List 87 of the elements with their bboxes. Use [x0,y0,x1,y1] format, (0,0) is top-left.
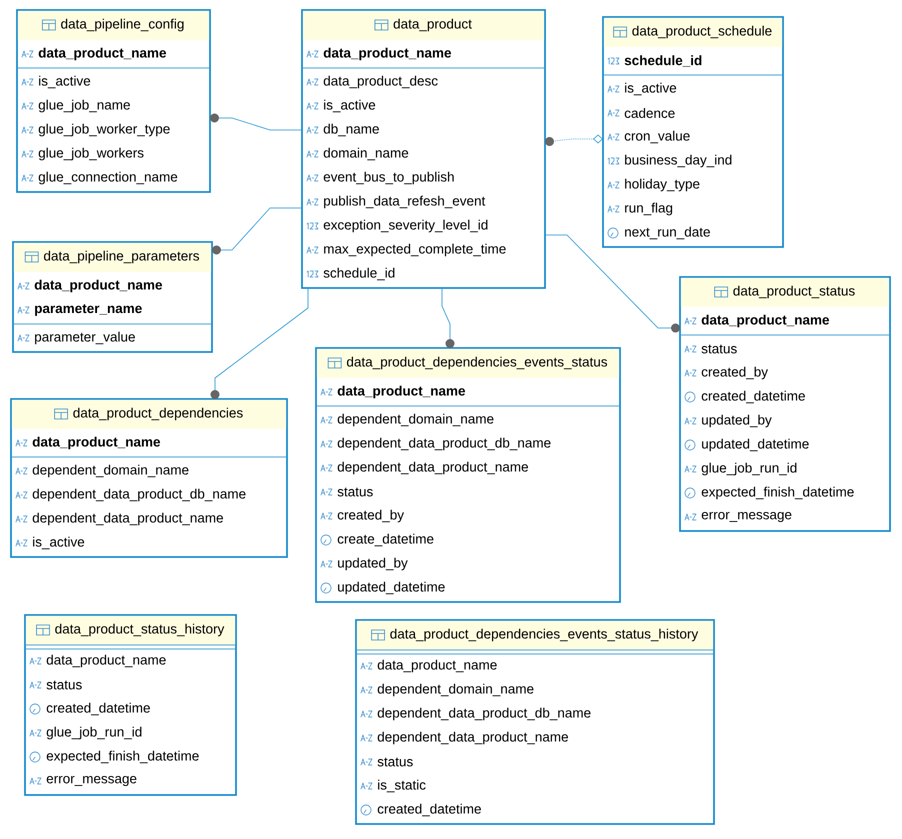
column-name: dependent_data_product_db_name [338,438,550,450]
table-box [12,241,213,353]
column-name: max_expected_complete_time [324,244,506,256]
relationship-line [210,288,308,399]
column-name: db_name [324,124,379,136]
table-title: data_product [394,18,472,32]
table-box [355,619,715,825]
relationship-line [212,208,302,254]
column-name: updated_datetime [338,582,445,594]
table-title: data_pipeline_parameters [44,250,200,264]
column-name: domain_name [324,148,408,160]
column-name: status [46,680,82,690]
column-name: created_by [338,510,404,522]
column-name: expected_finish_datetime [46,750,199,764]
key-column: parameter_name [35,304,142,316]
column-name: glue_job_worker_type [38,124,170,136]
column-name: business_day_ind [625,154,732,168]
column-name: publish_data_refesh_event [324,196,486,208]
column-name: parameter_value [35,332,135,344]
column-name: dependent_data_product_name [32,512,223,526]
column-name: event_bus_to_publish [324,172,454,184]
column-name: schedule_id [324,268,394,280]
column-name: dependent_domain_name [32,464,188,478]
column-name: status [378,758,413,766]
column-name: is_static [378,780,426,792]
table-title: data_pipeline_config [61,18,184,32]
table-title: data_product_dependencies_events_status_history [390,628,698,642]
column-name: status [338,488,373,496]
table-title: data_product_status_history [55,624,224,636]
column-name: glue_connection_name [38,172,178,184]
relationship-line [442,288,454,348]
table-title: data_product_dependencies [73,408,243,420]
key-column: data_product_name [38,48,166,60]
table-box [602,16,784,248]
column-name: created_datetime [378,804,481,816]
table-box [679,276,891,532]
column-name: created_datetime [46,702,150,716]
column-name: run_flag [625,202,672,216]
column-name: data_product_name [378,660,497,672]
column-name: expected_finish_datetime [702,486,854,500]
column-name: created_by [702,366,768,380]
column-name: updated_by [338,558,408,570]
table-box [24,614,237,796]
relationship-line [210,114,302,130]
column-name: dependent_domain_name [338,414,494,426]
table-box [16,9,211,193]
column-name: data_product_desc [324,76,438,88]
column-name: glue_job_run_id [46,726,142,740]
column-name: create_datetime [338,534,434,546]
relationship-line [544,234,680,332]
column-name: dependent_domain_name [378,684,534,696]
key-column: data_product_name [32,436,160,450]
column-name: error_message [702,512,792,522]
table-title: data_product_dependencies_events_status [346,356,608,370]
column-name: created_datetime [702,390,805,404]
column-name: dependent_data_product_db_name [32,488,246,502]
column-name: error_message [46,776,136,786]
column-name: next_run_date [625,226,710,240]
column-name: holiday_type [625,178,700,192]
table-box [10,398,288,558]
key-column: data_product_name [702,314,830,328]
key-column: data_product_name [338,386,466,398]
column-name: cron_value [624,130,690,144]
column-name: is_active [39,76,90,88]
column-name: updated_by [702,414,772,428]
key-column: data_product_name [324,48,452,60]
table-title: data_product_status [733,286,855,298]
column-name: exception_severity_level_id [324,220,488,232]
column-name: glue_job_run_id [702,462,796,476]
column-name: status [702,344,737,354]
column-name: dependent_data_product_db_name [378,708,590,720]
column-name: glue_job_workers [38,148,144,160]
key-column: data_product_name [34,280,162,292]
relationship-line [544,134,603,146]
key-column: schedule_id [624,55,702,67]
column-name: dependent_data_product_name [378,732,568,744]
column-name: data_product_name [46,654,166,668]
column-name: is_active [324,100,376,112]
table-title: data_product_schedule [632,26,772,38]
column-name: is_active [33,536,84,550]
column-name: dependent_data_product_name [338,462,528,474]
column-name: updated_datetime [702,438,809,452]
column-name: glue_job_name [38,100,130,112]
table-box [315,347,621,603]
column-name: cadence [624,108,675,118]
column-name: is_active [625,82,676,96]
table-box [301,9,546,289]
